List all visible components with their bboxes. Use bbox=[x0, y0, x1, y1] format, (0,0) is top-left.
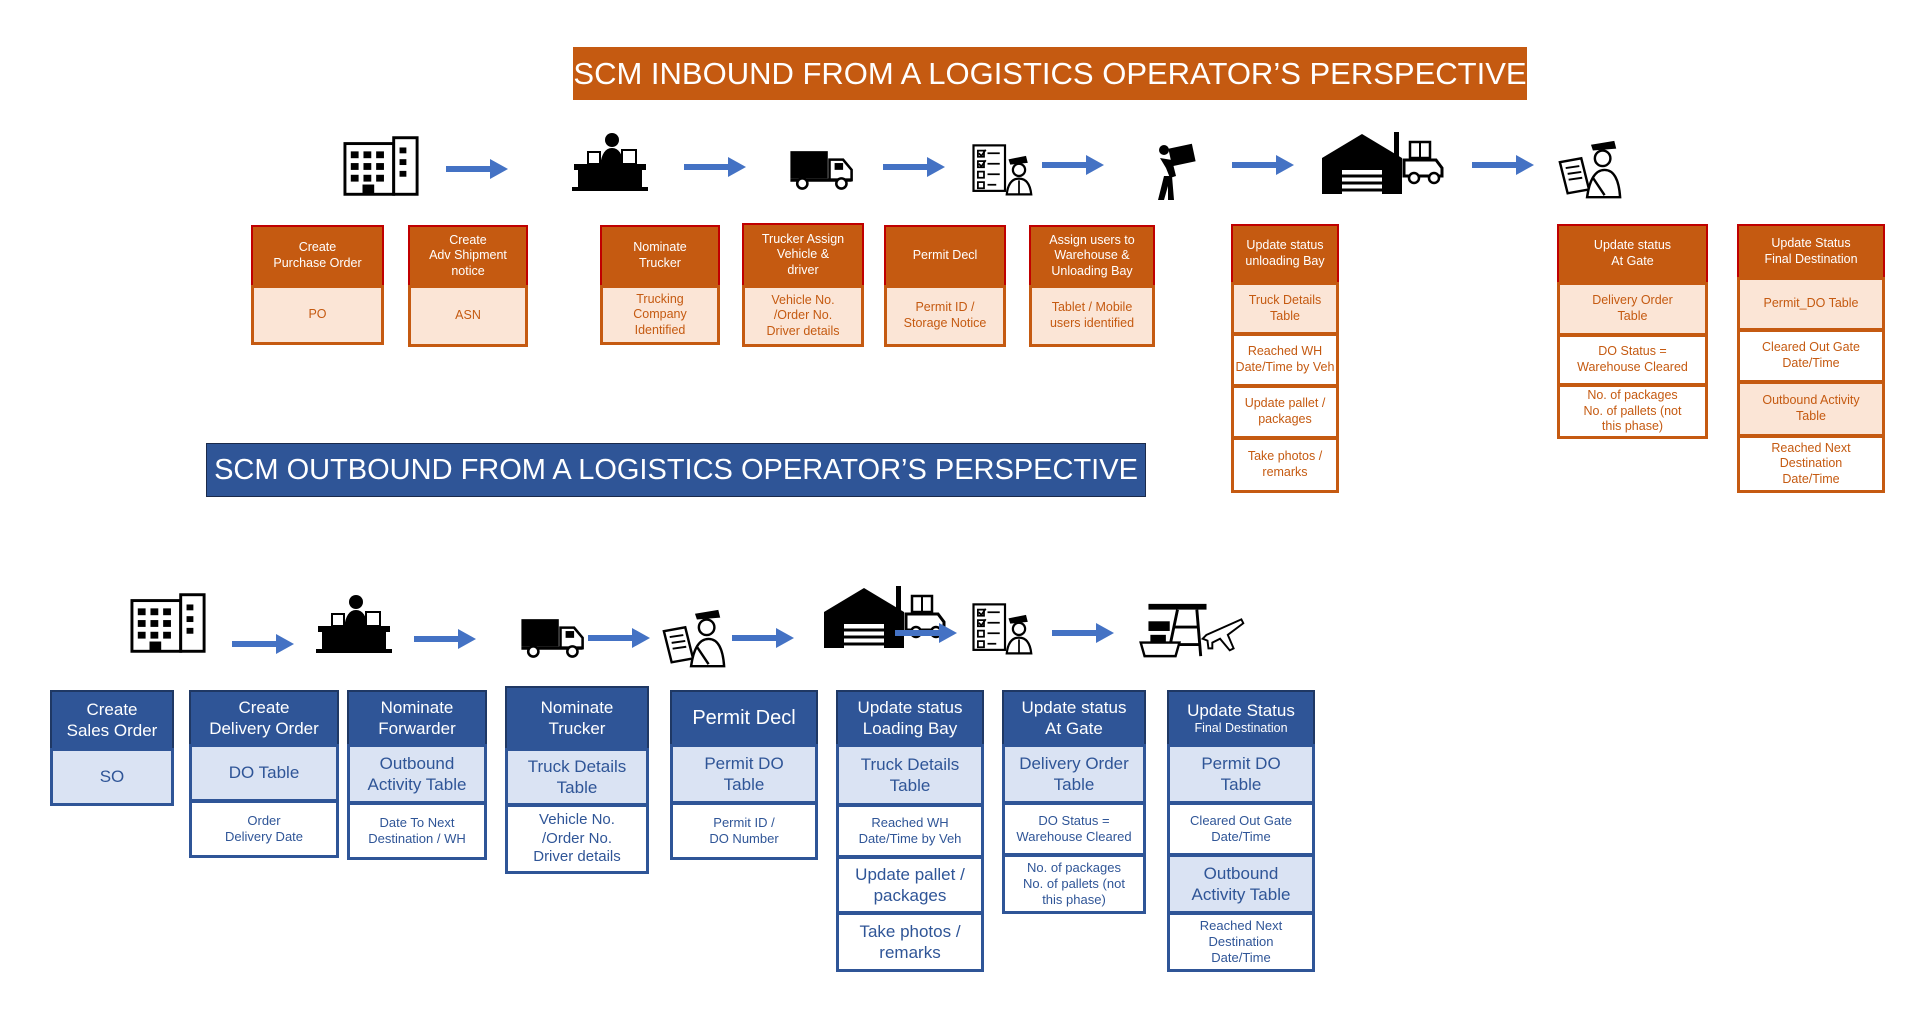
step-header: Create Adv Shipment notice bbox=[408, 225, 528, 287]
step-field: Update pallet / packages bbox=[1231, 385, 1339, 439]
step-field: Permit ID / Storage Notice bbox=[884, 285, 1006, 347]
delivery-truck-icon bbox=[518, 614, 586, 660]
flow-arrow bbox=[446, 159, 508, 179]
flow-arrow bbox=[883, 157, 945, 177]
step-field: Update pallet / packages bbox=[836, 856, 984, 914]
customs-checklist-icon bbox=[970, 597, 1040, 659]
step-header: Trucker Assign Vehicle & driver bbox=[742, 223, 864, 287]
step-header-subtitle: Final Destination bbox=[1194, 720, 1288, 735]
step-field: Permit DO Table bbox=[670, 744, 818, 804]
step-field: Delivery Order Table bbox=[1002, 744, 1146, 804]
step-header: Nominate Forwarder bbox=[347, 690, 487, 746]
step-field: Reached Next Destination Date/Time bbox=[1167, 912, 1315, 972]
step-field: Order Delivery Date bbox=[189, 800, 339, 858]
step-field: Trucking Company Identified bbox=[600, 285, 720, 345]
step-field: Delivery Order Table bbox=[1557, 282, 1708, 336]
step-header: Create Delivery Order bbox=[189, 690, 339, 746]
step-field: Outbound Activity Table bbox=[1737, 381, 1885, 437]
customs-checklist-icon bbox=[970, 138, 1040, 200]
flow-arrow bbox=[1042, 155, 1104, 175]
step-field: Cleared Out Gate Date/Time bbox=[1737, 329, 1885, 383]
port-crane-ship-plane-icon bbox=[1138, 600, 1246, 660]
flow-arrow bbox=[732, 628, 794, 648]
step-header: Create Sales Order bbox=[50, 690, 174, 750]
step-field: DO Status = Warehouse Cleared bbox=[1557, 334, 1708, 386]
step-field: Outbound Activity Table bbox=[1167, 854, 1315, 914]
outbound-title: SCM OUTBOUND FROM A LOGISTICS OPERATOR’S… bbox=[206, 443, 1146, 497]
step-field: Truck Details Table bbox=[505, 748, 649, 806]
step-header: Nominate Trucker bbox=[600, 225, 720, 287]
delivery-truck-icon bbox=[787, 146, 855, 192]
step-field: Permit_DO Table bbox=[1737, 277, 1885, 331]
step-field: PO bbox=[251, 285, 384, 345]
desk-clerk-icon bbox=[314, 592, 394, 654]
step-field: ASN bbox=[408, 285, 528, 347]
step-field: Permit ID / DO Number bbox=[670, 802, 818, 860]
desk-clerk-icon bbox=[570, 130, 650, 192]
step-header: Update status At Gate bbox=[1557, 224, 1708, 284]
step-field: Vehicle No. /Order No. Driver details bbox=[505, 804, 649, 874]
customs-officer-icon bbox=[1556, 138, 1624, 200]
step-field: Truck Details Table bbox=[836, 744, 984, 806]
flow-arrow bbox=[588, 628, 650, 648]
step-header-title: Update Status bbox=[1187, 700, 1295, 720]
customs-officer-icon bbox=[660, 607, 728, 669]
flow-arrow bbox=[895, 623, 957, 643]
step-header: Update Status Final Destination bbox=[1737, 224, 1885, 279]
step-header: Assign users to Warehouse & Unloading Ba… bbox=[1029, 225, 1155, 287]
step-field: DO Table bbox=[189, 744, 339, 802]
step-header: Permit Decl bbox=[670, 690, 818, 746]
office-building-icon bbox=[343, 135, 421, 197]
step-field: Date To Next Destination / WH bbox=[347, 802, 487, 860]
step-field: DO Status = Warehouse Cleared bbox=[1002, 802, 1146, 856]
step-header: Create Purchase Order bbox=[251, 225, 384, 287]
step-field: No. of packages No. of pallets (not this… bbox=[1557, 384, 1708, 439]
step-field: Tablet / Mobile users identified bbox=[1029, 285, 1155, 347]
flow-arrow bbox=[414, 629, 476, 649]
step-header: Nominate Trucker bbox=[505, 686, 649, 750]
warehouse-forklift-icon bbox=[1318, 128, 1448, 198]
office-building-icon bbox=[130, 592, 208, 654]
step-field: Reached WH Date/Time by Veh bbox=[836, 804, 984, 858]
step-field: Vehicle No. /Order No. Driver details bbox=[742, 285, 864, 347]
step-field: SO bbox=[50, 748, 174, 806]
step-header: Update Status Final Destination bbox=[1167, 690, 1315, 746]
step-field: Permit DO Table bbox=[1167, 744, 1315, 804]
step-field: Outbound Activity Table bbox=[347, 744, 487, 804]
step-header: Update status Loading Bay bbox=[836, 690, 984, 746]
flow-arrow bbox=[1232, 155, 1294, 175]
step-field: Reached WH Date/Time by Veh bbox=[1231, 333, 1339, 387]
step-field: Take photos / remarks bbox=[836, 912, 984, 972]
step-header: Permit Decl bbox=[884, 225, 1006, 287]
inbound-title: SCM INBOUND FROM A LOGISTICS OPERATOR’S … bbox=[573, 47, 1527, 100]
step-header: Update status At Gate bbox=[1002, 690, 1146, 746]
step-field: No. of packages No. of pallets (not this… bbox=[1002, 854, 1146, 914]
step-field: Cleared Out Gate Date/Time bbox=[1167, 802, 1315, 856]
flow-arrow bbox=[684, 157, 746, 177]
step-field: Reached Next Destination Date/Time bbox=[1737, 435, 1885, 493]
porter-carrying-box-icon bbox=[1150, 138, 1200, 204]
flow-arrow bbox=[1472, 155, 1534, 175]
step-field: Take photos / remarks bbox=[1231, 437, 1339, 493]
step-field: Truck Details Table bbox=[1231, 282, 1339, 335]
flow-arrow bbox=[232, 634, 294, 654]
flow-arrow bbox=[1052, 623, 1114, 643]
step-header: Update status unloading Bay bbox=[1231, 224, 1339, 284]
